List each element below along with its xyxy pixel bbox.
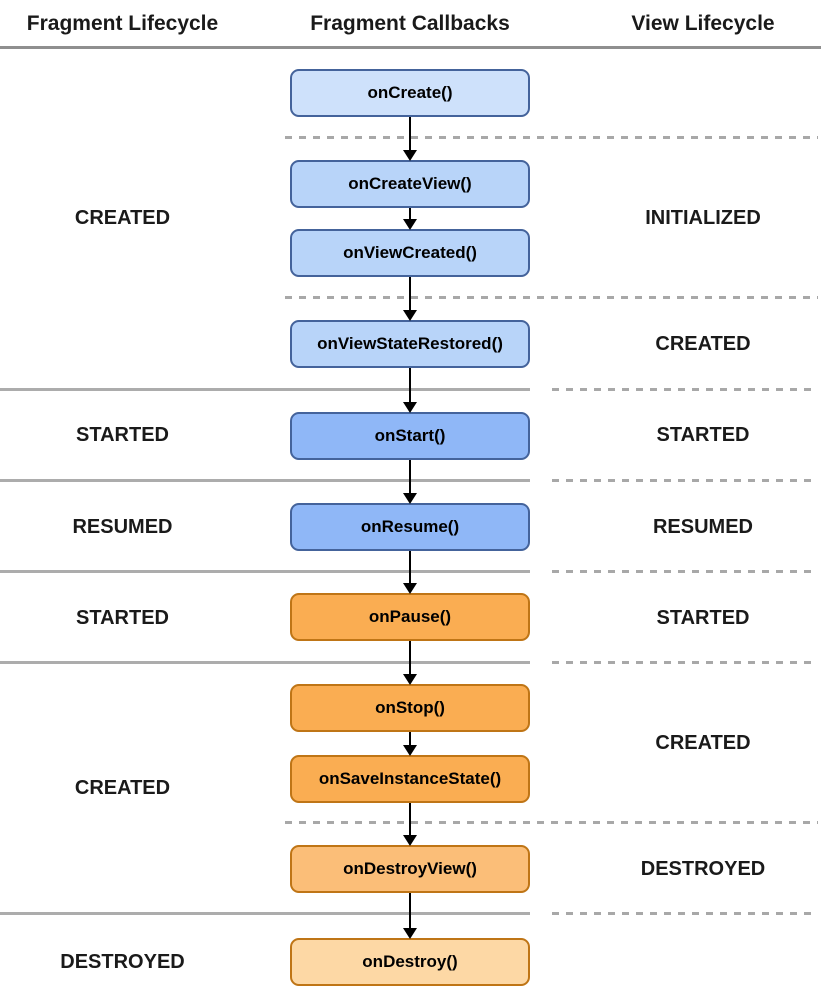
flow-arrow-down-icon bbox=[402, 117, 418, 161]
view-state-divider-dashed bbox=[552, 388, 818, 391]
view-state-divider-dashed bbox=[285, 821, 818, 824]
flow-arrow-down-icon bbox=[402, 641, 418, 685]
view-state-label: DESTROYED bbox=[640, 858, 766, 880]
column-header-fragment-lifecycle: Fragment Lifecycle bbox=[26, 12, 219, 35]
fragment-state-label: CREATED bbox=[74, 207, 171, 229]
callback-box-ondestroy: onDestroy() bbox=[290, 938, 530, 986]
view-state-label: INITIALIZED bbox=[645, 207, 761, 229]
view-state-label: STARTED bbox=[656, 607, 750, 629]
flow-arrow-down-icon bbox=[402, 277, 418, 321]
fragment-state-divider-solid bbox=[0, 661, 530, 664]
fragment-state-label: STARTED bbox=[76, 607, 169, 629]
callback-box-onstart: onStart() bbox=[290, 412, 530, 460]
callback-box-onresume: onResume() bbox=[290, 503, 530, 551]
flow-arrow-down-icon bbox=[402, 368, 418, 413]
callback-box-oncreateview: onCreateView() bbox=[290, 160, 530, 208]
callback-box-ondestroyview: onDestroyView() bbox=[290, 845, 530, 893]
view-state-label: CREATED bbox=[655, 732, 751, 754]
column-header-view-lifecycle: View Lifecycle bbox=[631, 12, 775, 35]
fragment-state-label: STARTED bbox=[76, 424, 169, 446]
fragment-state-divider-solid bbox=[0, 570, 530, 573]
callback-box-onstop: onStop() bbox=[290, 684, 530, 732]
flow-arrow-down-icon bbox=[402, 803, 418, 846]
callback-box-onpause: onPause() bbox=[290, 593, 530, 641]
callback-box-oncreate: onCreate() bbox=[290, 69, 530, 117]
header-divider-line bbox=[0, 46, 821, 49]
fragment-state-label: DESTROYED bbox=[60, 951, 185, 973]
view-state-label: STARTED bbox=[656, 424, 750, 446]
view-state-divider-dashed bbox=[552, 661, 818, 664]
flow-arrow-down-icon bbox=[402, 893, 418, 939]
fragment-state-label: CREATED bbox=[74, 777, 171, 799]
view-state-label: CREATED bbox=[655, 333, 751, 355]
flow-arrow-down-icon bbox=[402, 732, 418, 756]
view-state-divider-dashed bbox=[285, 136, 818, 139]
view-state-divider-dashed bbox=[552, 570, 818, 573]
callback-box-onviewcreated: onViewCreated() bbox=[290, 229, 530, 277]
flow-arrow-down-icon bbox=[402, 208, 418, 230]
fragment-state-divider-solid bbox=[0, 912, 530, 915]
fragment-state-label: RESUMED bbox=[72, 516, 173, 538]
fragment-state-divider-solid bbox=[0, 479, 530, 482]
flow-arrow-down-icon bbox=[402, 460, 418, 504]
flow-arrow-down-icon bbox=[402, 551, 418, 594]
column-header-fragment-callbacks: Fragment Callbacks bbox=[310, 12, 510, 35]
view-state-divider-dashed bbox=[552, 479, 818, 482]
view-state-divider-dashed bbox=[285, 296, 818, 299]
view-state-label: RESUMED bbox=[652, 516, 753, 538]
fragment-state-divider-solid bbox=[0, 388, 530, 391]
callback-box-onviewstaterestored: onViewStateRestored() bbox=[290, 320, 530, 368]
callback-box-onsaveinstancestate: onSaveInstanceState() bbox=[290, 755, 530, 803]
view-state-divider-dashed bbox=[552, 912, 818, 915]
